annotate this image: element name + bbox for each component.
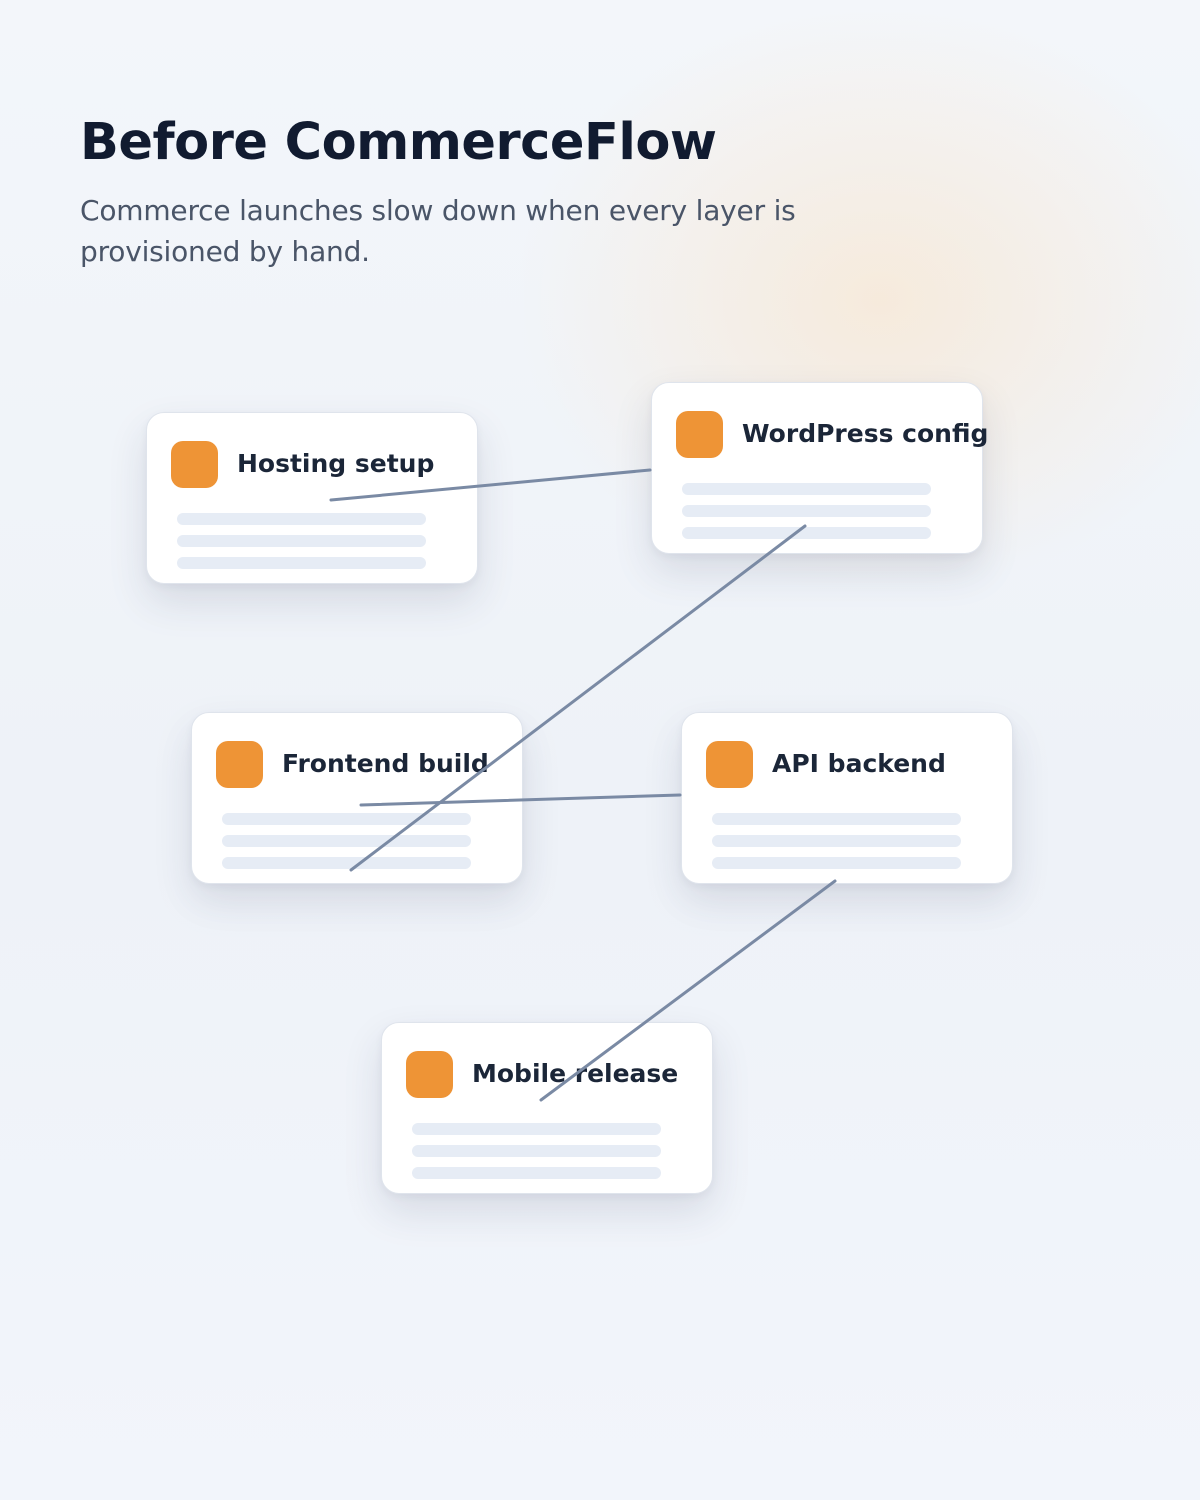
card-placeholder-lines bbox=[177, 513, 426, 579]
card-placeholder-lines bbox=[712, 813, 961, 879]
card-frontend-build: Frontend build bbox=[191, 712, 523, 884]
page-title: Before CommerceFlow bbox=[80, 113, 717, 172]
connector-wordpress-frontend bbox=[349, 524, 807, 872]
card-placeholder-lines bbox=[412, 1123, 661, 1189]
card-label: Frontend build bbox=[282, 749, 489, 778]
orange-square-icon bbox=[171, 441, 218, 488]
orange-square-icon bbox=[406, 1051, 453, 1098]
orange-square-icon bbox=[216, 741, 263, 788]
card-hosting-setup: Hosting setup bbox=[146, 412, 478, 584]
card-placeholder-lines bbox=[682, 483, 931, 549]
orange-square-icon bbox=[706, 741, 753, 788]
card-placeholder-lines bbox=[222, 813, 471, 879]
connector-api-mobile bbox=[539, 879, 837, 1102]
card-label: API backend bbox=[772, 749, 946, 778]
card-label: WordPress config bbox=[742, 419, 989, 448]
header: Before CommerceFlow Commerce launches sl… bbox=[80, 112, 860, 272]
connector-frontend-api bbox=[359, 793, 682, 807]
card-api-backend: API backend bbox=[681, 712, 1013, 884]
connector-hosting-wordpress bbox=[329, 468, 652, 502]
card-label: Hosting setup bbox=[237, 449, 435, 478]
card-mobile-release: Mobile release bbox=[381, 1022, 713, 1194]
page-subtitle: Commerce launches slow down when every l… bbox=[80, 194, 796, 268]
card-wordpress-config: WordPress config bbox=[651, 382, 988, 554]
orange-square-icon bbox=[676, 411, 723, 458]
